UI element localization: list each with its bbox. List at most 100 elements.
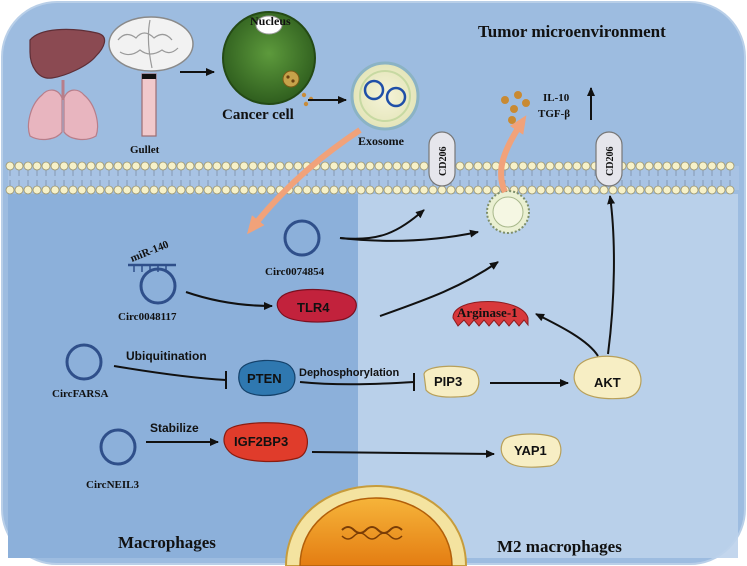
- membrane-bead: [374, 161, 384, 171]
- membrane-bead: [185, 161, 195, 171]
- membrane-bead: [59, 161, 69, 171]
- membrane-bead: [86, 161, 96, 171]
- membrane-bead: [230, 161, 240, 171]
- membrane-bead: [23, 185, 33, 195]
- membrane-bead: [194, 185, 204, 195]
- membrane-bead: [293, 161, 303, 171]
- yap1-protein: [500, 433, 562, 468]
- membrane-bead: [383, 161, 393, 171]
- membrane-bead: [95, 185, 105, 195]
- membrane-bead: [320, 185, 330, 195]
- circneil3-label: CircNEIL3: [86, 479, 139, 491]
- membrane-bead: [671, 161, 681, 171]
- exosome-label: Exosome: [358, 134, 405, 148]
- arrow-tlr4-to-vesicle: [379, 261, 499, 317]
- yap1-label: YAP1: [514, 443, 547, 458]
- pten-label: PTEN: [247, 371, 282, 386]
- membrane-bead: [626, 161, 636, 171]
- membrane-bead: [176, 185, 186, 195]
- membrane-bead: [572, 161, 582, 171]
- membrane-bead: [248, 161, 258, 171]
- membrane-bead: [113, 161, 123, 171]
- membrane-bead: [176, 161, 186, 171]
- membrane-bead: [725, 161, 735, 171]
- arrow-akt-to-cd206: [607, 195, 616, 355]
- cd206-receptor-left: CD206: [428, 131, 456, 187]
- membrane-bead: [644, 161, 654, 171]
- membrane-bead: [716, 185, 726, 195]
- membrane-bead: [590, 185, 600, 195]
- membrane-bead: [536, 185, 546, 195]
- membrane-bead: [680, 161, 690, 171]
- membrane-bead: [320, 161, 330, 171]
- circfarsa-ring: [65, 343, 103, 381]
- membrane-bead: [239, 185, 249, 195]
- membrane-bead: [419, 185, 429, 195]
- circ0048117-label: Circ0048117: [118, 311, 177, 323]
- circ0048117-ring: [139, 267, 177, 305]
- membrane-bead: [518, 185, 528, 195]
- membrane-bead: [158, 185, 168, 195]
- membrane-bead: [149, 185, 159, 195]
- membrane-bead: [131, 185, 141, 195]
- inhibition-circfarsa-pten: [113, 365, 227, 389]
- svg-text:CD206: CD206: [605, 147, 616, 176]
- membrane-bead: [68, 161, 78, 171]
- membrane-bead: [212, 185, 222, 195]
- membrane-bead: [293, 185, 303, 195]
- membrane-bead: [653, 185, 663, 195]
- membrane-bead: [410, 161, 420, 171]
- membrane-bead: [221, 185, 231, 195]
- membrane-bead: [716, 161, 726, 171]
- membrane-bead: [581, 161, 591, 171]
- membrane-bead: [365, 185, 375, 195]
- arrow-vesicle-to-cytokines: [498, 115, 527, 194]
- cd206-receptor-right: CD206: [595, 131, 623, 187]
- membrane-bead: [248, 185, 258, 195]
- membrane-bead: [203, 185, 213, 195]
- membrane-bead: [41, 161, 51, 171]
- membrane-bead: [581, 185, 591, 195]
- membrane-bead: [338, 161, 348, 171]
- membrane-bead: [257, 161, 267, 171]
- membrane-bead: [68, 185, 78, 195]
- membrane-bead: [410, 185, 420, 195]
- macrophage-nucleus-icon: [284, 484, 468, 566]
- membrane-bead: [446, 185, 456, 195]
- cancer-cell-icon: [222, 11, 316, 107]
- membrane-bead: [563, 185, 573, 195]
- membrane-bead: [86, 185, 96, 195]
- akt-protein: [573, 355, 642, 400]
- ubiquitination-label: Ubiquitination: [126, 349, 207, 363]
- macrophages-label: Macrophages: [118, 533, 216, 552]
- membrane-bead: [131, 161, 141, 171]
- membrane-bead: [14, 161, 24, 171]
- membrane-bead: [698, 161, 708, 171]
- membrane-bead: [707, 185, 717, 195]
- membrane-bead: [284, 161, 294, 171]
- arrow-circ0074854-to-vesicle: [339, 229, 479, 242]
- membrane-bead: [329, 161, 339, 171]
- membrane-bead: [599, 185, 609, 195]
- circ0074854-label: Circ0074854: [265, 266, 325, 278]
- liver-icon: [29, 28, 106, 79]
- arrow-exosome-to-macrophage: [247, 127, 362, 235]
- membrane-bead: [419, 161, 429, 171]
- membrane-bead: [5, 185, 15, 195]
- membrane-bead: [239, 161, 249, 171]
- brain-icon: [108, 16, 194, 72]
- tgfb-label: TGF-β: [538, 108, 570, 120]
- vesicle-icon: [486, 190, 530, 234]
- membrane-bead: [338, 185, 348, 195]
- membrane-bead: [266, 161, 276, 171]
- membrane-bead: [50, 185, 60, 195]
- membrane-bead: [491, 185, 501, 195]
- membrane-bead: [374, 185, 384, 195]
- membrane-bead: [527, 161, 537, 171]
- membrane-bead: [392, 185, 402, 195]
- arrow-circ0048117-to-tlr4: [185, 291, 273, 310]
- arginase1-label: Arginase-1: [457, 305, 518, 320]
- membrane-bead: [194, 161, 204, 171]
- membrane-bead: [212, 161, 222, 171]
- cell-membrane: [5, 161, 739, 195]
